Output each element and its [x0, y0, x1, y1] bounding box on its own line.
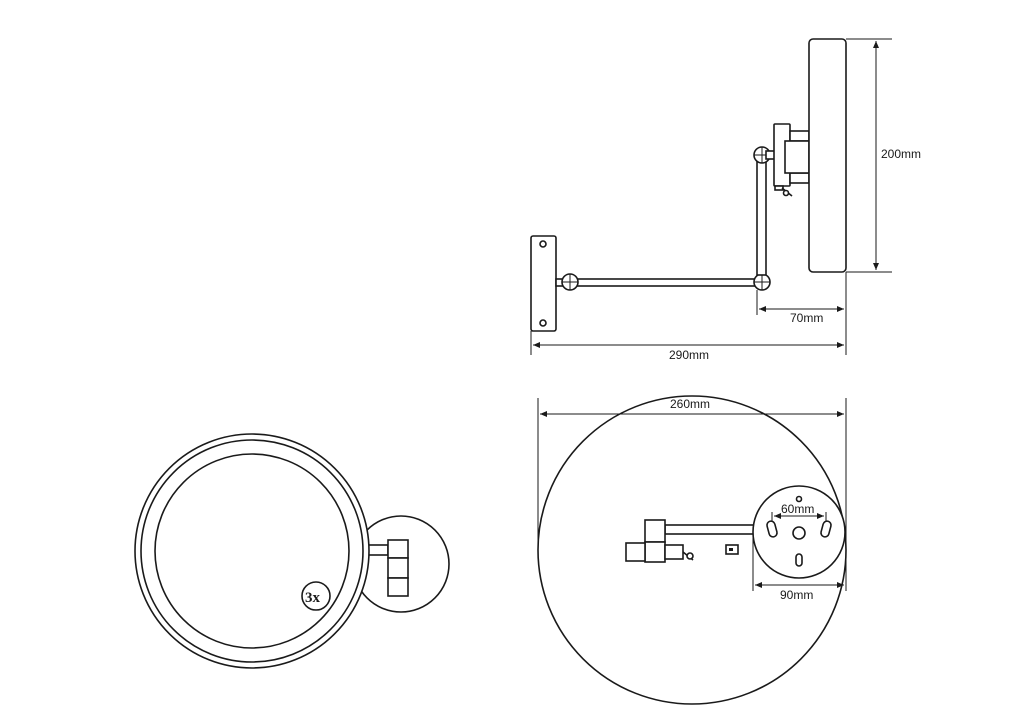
dim-mirror-diameter: 260mm [670, 397, 710, 411]
magnification-badge [301, 581, 331, 611]
dim-plate-diameter: 90mm [780, 588, 813, 602]
dim-total-projection: 290mm [669, 348, 709, 362]
mirror-outer-ring [134, 433, 370, 669]
dim-hole-spacing: 60mm [781, 502, 814, 516]
side-view: 200mm 70mm 290mm [530, 38, 921, 362]
back-view: 260mm 60mm 90mm [537, 395, 847, 705]
magnification-label: 3x [305, 590, 321, 606]
back-hinge [644, 519, 666, 543]
horizontal-arm [555, 278, 763, 287]
wall-plate [530, 235, 557, 332]
dim-mirror-offset: 70mm [790, 311, 823, 325]
arm-block-2 [387, 557, 409, 579]
mirror-glass [154, 453, 350, 649]
vertical-arm [756, 156, 767, 276]
arm-block-3 [387, 577, 409, 597]
arm-block-1 [387, 539, 409, 559]
front-view: 3x [134, 433, 450, 669]
mirror-profile [808, 38, 847, 273]
dim-mirror-height: 200mm [881, 147, 921, 161]
